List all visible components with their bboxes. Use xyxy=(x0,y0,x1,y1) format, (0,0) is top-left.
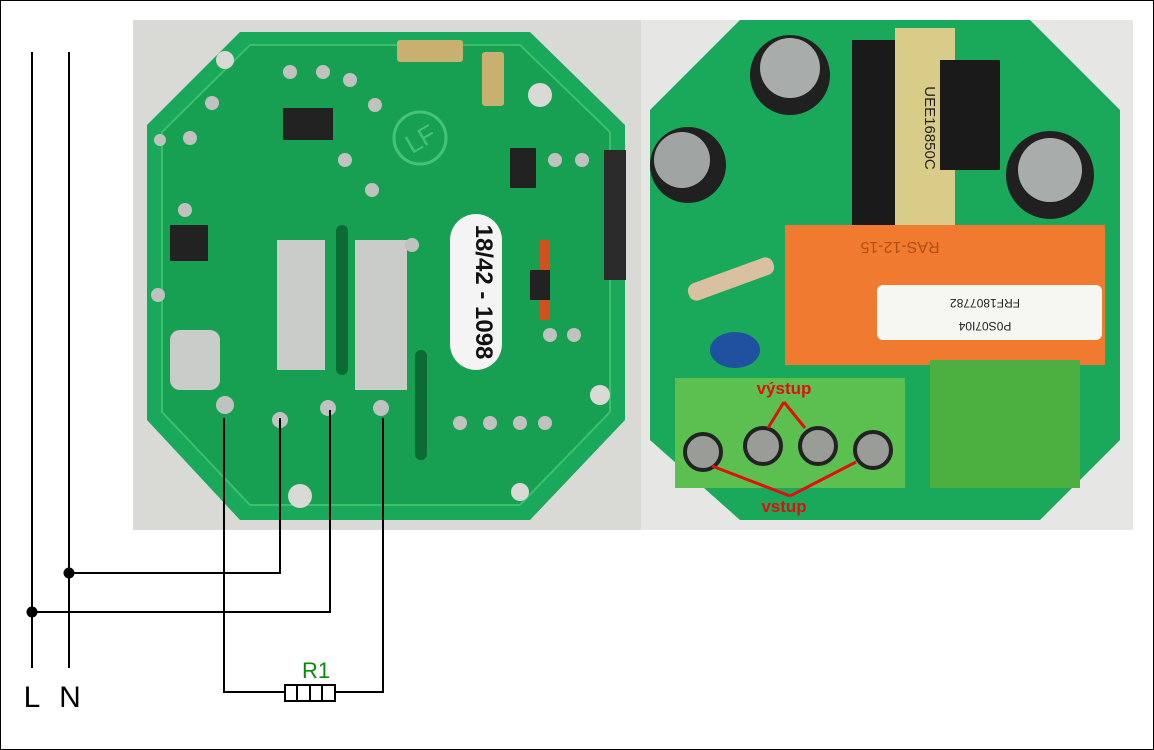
transformer-text: UEE16850C xyxy=(921,86,938,170)
pcb-component-side-photo: UEE16850C RAS-12-15 FRF1807782 P0S07I04 … xyxy=(641,20,1133,530)
board-label: 18/42 - 1098 xyxy=(470,225,497,360)
wire-resistor-right xyxy=(335,418,384,693)
wire-N-to-board xyxy=(69,418,281,574)
wires xyxy=(31,52,384,693)
wire-resistor-left xyxy=(223,418,284,693)
terminal-N-label: N xyxy=(59,681,81,714)
resistor-symbol xyxy=(284,684,336,702)
junction-dot-N xyxy=(63,567,75,579)
resistor-label: R1 xyxy=(302,658,330,683)
output-label: výstup xyxy=(757,379,812,398)
pcb-solder-side-photo: 18/42 - 1098 LF xyxy=(133,20,641,530)
input-label: vstup xyxy=(761,497,806,516)
relay-text: RAS-12-15 xyxy=(860,238,939,255)
sticker-line-2: P0S07I04 xyxy=(958,319,1011,333)
wire-L-to-board xyxy=(32,410,331,613)
sticker-line-1: FRF1807782 xyxy=(950,296,1020,310)
junction-dot-L xyxy=(26,606,38,618)
terminal-L-label: L xyxy=(24,681,41,714)
